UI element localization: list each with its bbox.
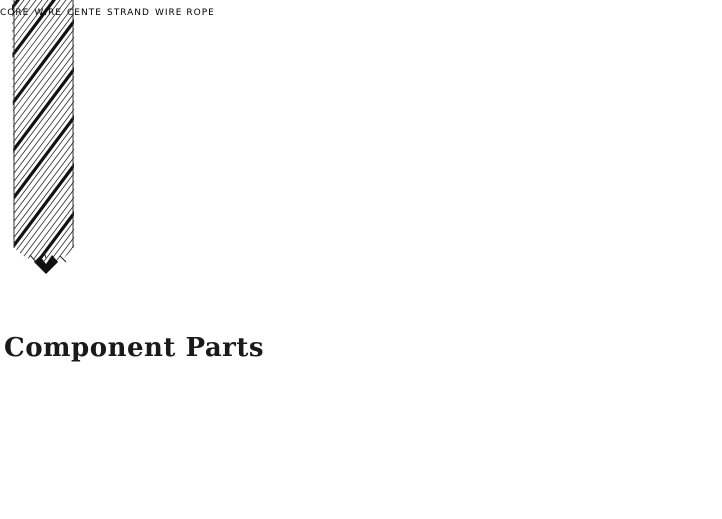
page-title: Component Parts bbox=[4, 333, 264, 363]
rope-section-illustration bbox=[0, 0, 90, 456]
